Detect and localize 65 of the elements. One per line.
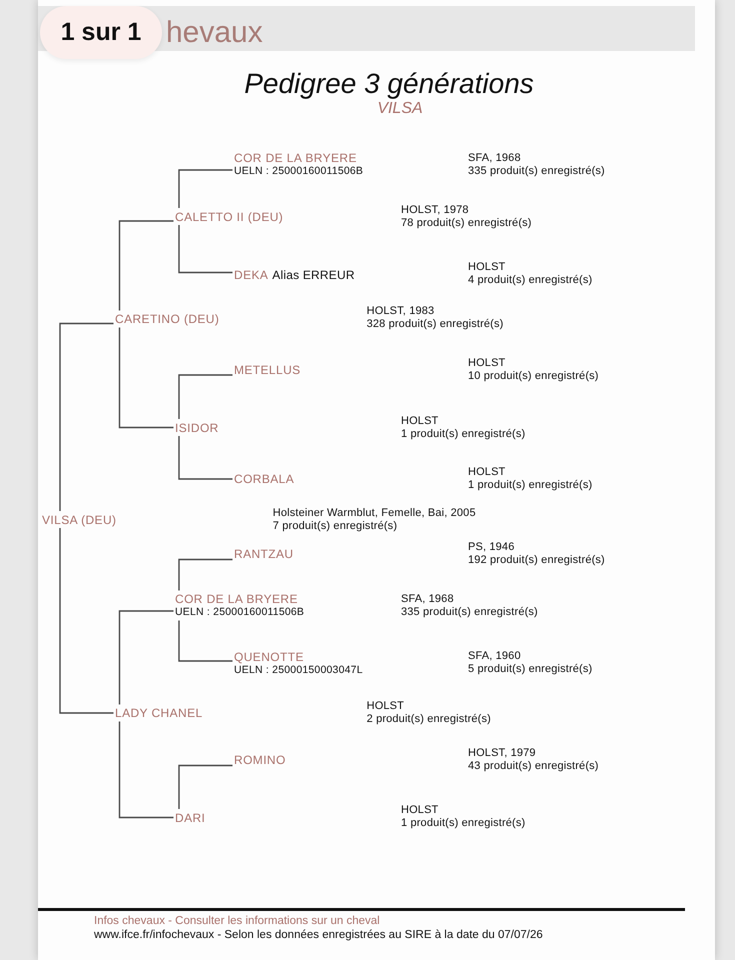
horse-details: HOLST, 1979 bbox=[468, 746, 537, 760]
offspring-count: 1 produit(s) enregistré(s) bbox=[401, 817, 526, 830]
connector-line bbox=[178, 169, 232, 208]
connector-line bbox=[59, 528, 114, 714]
horse-details: PS, 1946 bbox=[468, 540, 516, 554]
subtitle: VILSA bbox=[376, 100, 424, 118]
horse-name: CORBALA bbox=[234, 472, 294, 486]
horse-name: CARETINO (DEU) bbox=[115, 312, 220, 326]
connector-line bbox=[178, 374, 232, 419]
offspring-count: 7 produit(s) enregistré(s) bbox=[272, 520, 398, 532]
ueln-number: UELN : 25000160011506B bbox=[234, 164, 364, 178]
horse-details: HOLST bbox=[468, 356, 506, 370]
footer-text: Infos chevaux - Consulter les informations sur un cheval bbox=[94, 914, 380, 928]
offspring-count: 2 produit(s) enregistré(s) bbox=[366, 712, 491, 726]
connector-line bbox=[178, 764, 232, 809]
offspring-count: 1 produit(s) enregistré(s) bbox=[468, 479, 592, 492]
connector-line bbox=[118, 610, 174, 704]
horse-details: SFA, 1968 bbox=[468, 152, 522, 164]
connector-line bbox=[118, 722, 174, 818]
offspring-count: 335 produit(s) enregistré(s) bbox=[468, 164, 605, 178]
horse-name: COR DE LA BRYERE bbox=[175, 592, 299, 606]
page-title: Pedigree 3 générations bbox=[243, 66, 535, 100]
horse-name: COR DE LA BRYERE bbox=[234, 150, 358, 164]
offspring-count: 328 produit(s) enregistré(s) bbox=[366, 318, 504, 330]
connector-line bbox=[178, 620, 232, 662]
banner-title: hevaux bbox=[166, 16, 263, 50]
connector-line bbox=[178, 225, 232, 274]
horse-name: ROMINO bbox=[234, 753, 286, 767]
connector-line bbox=[118, 220, 174, 310]
offspring-count: 192 produit(s) enregistré(s) bbox=[468, 554, 605, 566]
connector-line bbox=[59, 322, 114, 511]
connector-line bbox=[118, 328, 174, 428]
offspring-count: 43 produit(s) enregistré(s) bbox=[468, 760, 599, 772]
offspring-count: 78 produit(s) enregistré(s) bbox=[401, 216, 532, 230]
horse-details: HOLST, 1978 bbox=[401, 204, 470, 216]
offspring-count: 10 produit(s) enregistré(s) bbox=[468, 370, 599, 382]
ueln-number: UELN : 25000150003047L bbox=[234, 664, 363, 676]
connector-line bbox=[178, 436, 232, 480]
horse-name: LADY CHANEL bbox=[115, 706, 203, 720]
horse-details: HOLST bbox=[401, 804, 440, 817]
offspring-count: 4 produit(s) enregistré(s) bbox=[468, 274, 592, 286]
horse-details: SFA, 1960 bbox=[468, 650, 522, 662]
horse-name: VILSA (DEU) bbox=[42, 512, 116, 526]
horse-details: HOLST bbox=[468, 466, 506, 479]
horse-name: ISIDOR bbox=[175, 420, 219, 434]
horse-details: HOLST bbox=[366, 700, 406, 712]
ueln-number: UELN : 25000160011506B bbox=[175, 606, 304, 619]
offspring-count: 335 produit(s) enregistré(s) bbox=[401, 606, 538, 618]
horse-name: DARI bbox=[175, 810, 206, 824]
horse-name: QUENOTTE bbox=[234, 650, 305, 664]
offspring-count: 5 produit(s) enregistré(s) bbox=[468, 662, 592, 676]
horse-name: METELLUS bbox=[234, 363, 301, 377]
alias-name: Alias ERREUR bbox=[272, 268, 355, 282]
horse-details: SFA, 1968 bbox=[401, 592, 455, 606]
horse-name: RANTZAU bbox=[234, 547, 294, 561]
connector-line bbox=[178, 558, 232, 590]
page-indicator: 1 sur 1 bbox=[40, 6, 162, 59]
horse-details: HOLST bbox=[401, 415, 440, 428]
horse-details: Holsteiner Warmblut, Femelle, Bai, 2005 bbox=[272, 506, 476, 520]
horse-details: HOLST, 1983 bbox=[366, 304, 436, 318]
horse-details: HOLST bbox=[468, 260, 506, 274]
offspring-count: 1 produit(s) enregistré(s) bbox=[401, 428, 526, 441]
horse-name: DEKA bbox=[234, 268, 268, 282]
footer-text: www.ifce.fr/infochevaux - Selon les données enregistrées au SIRE à la date du 07/07/26 bbox=[94, 928, 543, 942]
horse-name: CALETTO II (DEU) bbox=[175, 210, 284, 224]
